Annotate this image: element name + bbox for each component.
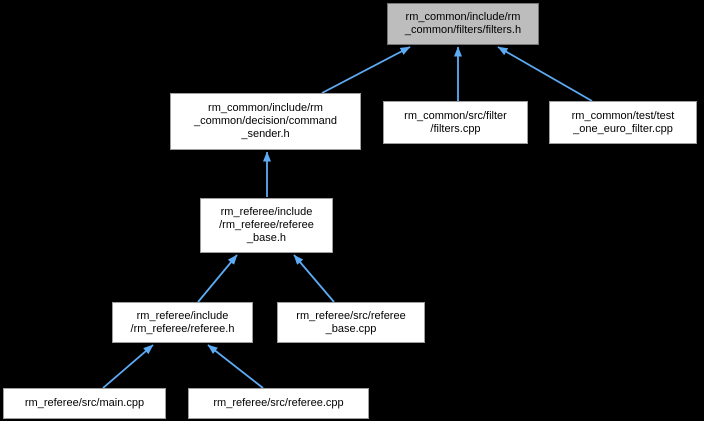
edge-main-cpp-to-referee-h — [102, 344, 154, 389]
graph-node-test-one-euro-filter-cpp[interactable]: rm_common/test/test _one_euro_filter.cpp — [549, 101, 697, 144]
edge-test-one-euro-filter-cpp-to-filters-h — [497, 46, 593, 102]
graph-node-referee-base-h[interactable]: rm_referee/include /rm_referee/referee _… — [200, 198, 333, 253]
edge-referee-h-to-referee-base-h — [197, 254, 238, 303]
graph-node-main-cpp[interactable]: rm_referee/src/main.cpp — [3, 388, 166, 419]
graph-node-command-sender-h[interactable]: rm_common/include/rm _common/decision/co… — [170, 93, 361, 150]
graph-node-referee-h[interactable]: rm_referee/include /rm_referee/referee.h — [112, 302, 253, 343]
edge-command-sender-h-to-filters-h — [321, 46, 411, 94]
graph-node-filters-cpp[interactable]: rm_common/src/filter /filters.cpp — [383, 101, 528, 144]
edge-referee-base-cpp-to-referee-base-h — [293, 254, 335, 303]
graph-node-referee-base-cpp[interactable]: rm_referee/src/referee _base.cpp — [277, 302, 425, 343]
graph-node-referee-cpp[interactable]: rm_referee/src/referee.cpp — [188, 388, 369, 419]
graph-node-filters-h: rm_common/include/rm _common/filters/fil… — [387, 3, 539, 45]
edge-referee-cpp-to-referee-h — [207, 344, 264, 389]
